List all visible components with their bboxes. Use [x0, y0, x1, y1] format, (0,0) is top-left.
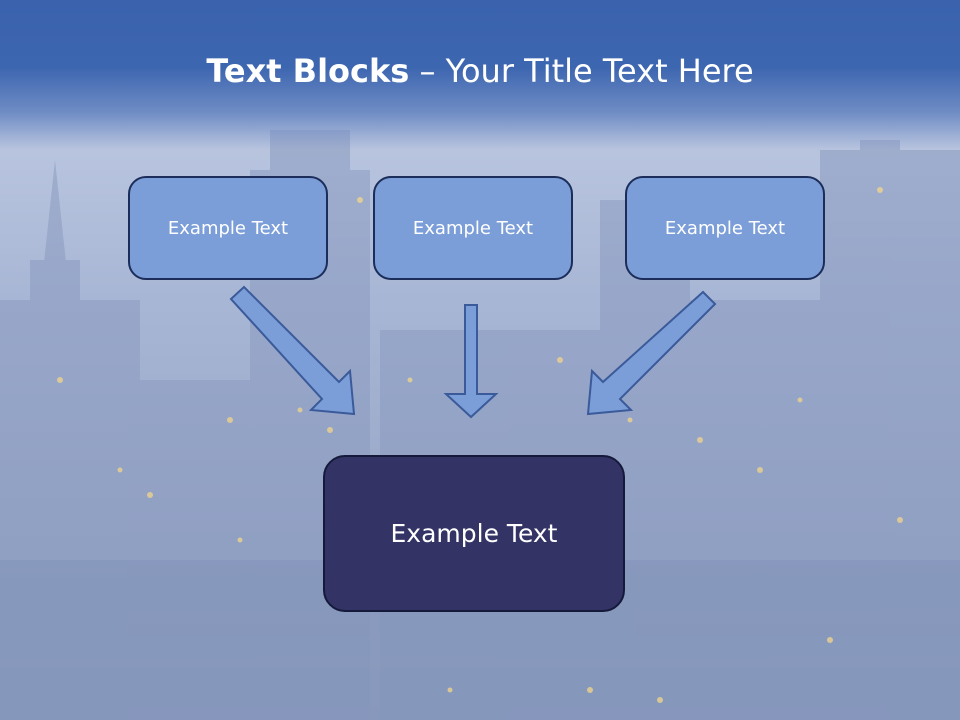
slide-title: Text Blocks – Your Title Text Here	[0, 52, 960, 90]
example-text-box-3[interactable]: Example Text	[625, 176, 825, 280]
example-text-box-1-label: Example Text	[167, 217, 289, 239]
example-text-box-1[interactable]: Example Text	[128, 176, 328, 280]
example-text-box-main[interactable]: Example Text	[323, 455, 625, 612]
arrow-right-diagonal	[586, 290, 717, 416]
title-rest: – Your Title Text Here	[409, 52, 754, 90]
arrow-center-down	[443, 304, 499, 419]
example-text-box-2[interactable]: Example Text	[373, 176, 573, 280]
title-band	[0, 0, 960, 150]
arrow-left-diagonal	[229, 285, 356, 416]
title-bold-part: Text Blocks	[206, 52, 410, 90]
example-text-box-2-label: Example Text	[412, 217, 534, 239]
example-text-box-3-label: Example Text	[664, 217, 786, 239]
example-text-box-main-label: Example Text	[390, 519, 558, 548]
